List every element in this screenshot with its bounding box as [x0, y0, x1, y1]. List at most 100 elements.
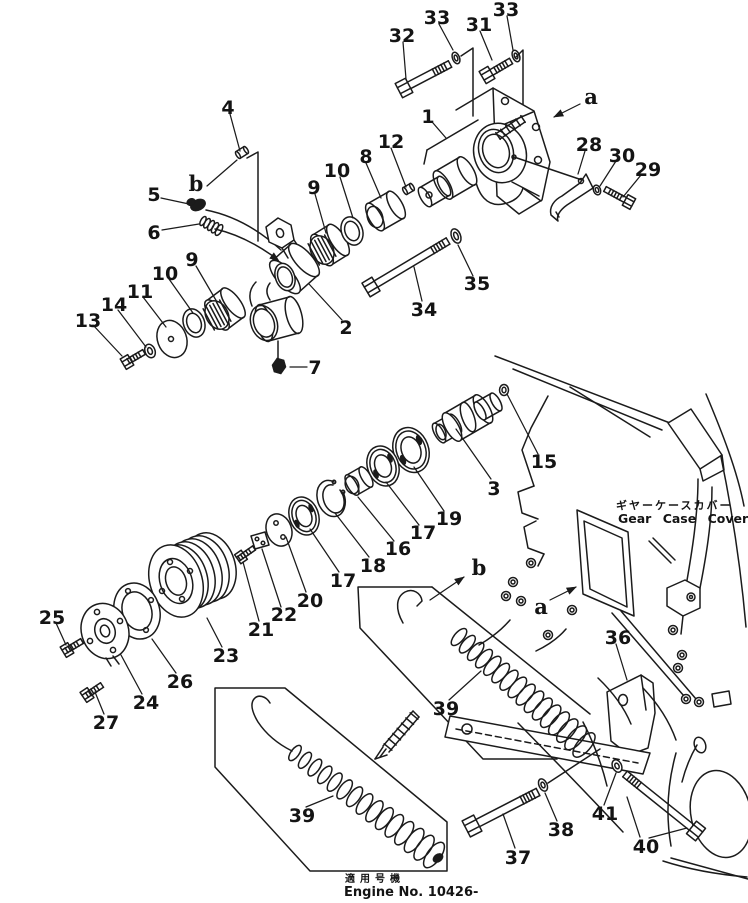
callout-30: 30 — [609, 145, 635, 167]
callout-40: 40 — [633, 836, 659, 858]
line-art-shape — [134, 353, 139, 360]
line-art-shape — [336, 779, 354, 800]
line-art-shape — [455, 728, 639, 764]
line-art-shape — [583, 520, 628, 608]
line-art-shape — [239, 553, 245, 560]
line-art-shape — [594, 186, 600, 194]
line-art-shape — [121, 356, 131, 363]
view-marker-a-top: a — [584, 84, 598, 109]
line-art-shape — [440, 63, 446, 72]
leader-line-21 — [242, 561, 260, 622]
line-art-shape — [374, 754, 388, 760]
callout-1: 1 — [421, 106, 434, 128]
line-art-shape — [340, 489, 346, 495]
line-art-shape — [473, 171, 524, 206]
line-art-shape — [535, 628, 567, 652]
callout-4: 4 — [221, 97, 234, 119]
line-art-shape — [515, 118, 521, 127]
leader-line-41 — [603, 772, 617, 806]
line-art-shape — [565, 586, 577, 595]
line-art-shape — [450, 183, 476, 200]
line-art-shape — [692, 824, 704, 833]
line-art-shape — [527, 791, 534, 801]
line-art-shape — [92, 686, 98, 693]
line-art-shape — [265, 217, 295, 249]
leader-line-15 — [506, 393, 539, 455]
leader-line-20 — [285, 536, 307, 593]
leader-line-26 — [151, 638, 177, 674]
line-art-shape — [592, 184, 602, 196]
leader-line-4 — [229, 113, 241, 152]
line-art-shape — [373, 469, 379, 479]
line-art-shape — [540, 781, 546, 789]
line-art-shape — [212, 302, 226, 326]
line-art-shape — [112, 655, 120, 665]
line-art-shape — [185, 312, 203, 334]
line-art-shape — [246, 151, 259, 242]
line-art-shape — [500, 590, 512, 602]
line-art-shape — [618, 194, 623, 201]
leader-line-31 — [479, 30, 493, 61]
line-art-shape — [458, 634, 477, 654]
line-art-shape — [218, 299, 232, 322]
line-art-shape — [423, 149, 428, 165]
callout-41: 41 — [592, 803, 618, 825]
line-art-shape — [345, 466, 362, 476]
line-art-shape — [483, 74, 494, 81]
line-art-shape — [425, 191, 433, 199]
leader-line-9l — [195, 265, 218, 303]
line-art-shape — [247, 548, 252, 554]
line-art-shape — [443, 394, 476, 415]
line-art-shape — [363, 280, 375, 288]
line-art-shape — [625, 773, 633, 781]
callout-25: 25 — [39, 607, 65, 629]
line-art-shape — [667, 408, 723, 470]
line-art-shape — [79, 637, 85, 645]
line-art-shape — [95, 684, 100, 691]
line-art-shape — [343, 220, 361, 242]
line-art-shape — [236, 555, 242, 562]
line-art-shape — [711, 690, 732, 708]
line-art-shape — [409, 712, 419, 720]
line-art-shape — [367, 286, 379, 294]
line-art-shape — [251, 695, 293, 752]
line-art-shape — [614, 762, 620, 770]
line-art-shape — [90, 688, 95, 695]
line-art-shape — [537, 553, 545, 567]
line-art-shape — [297, 274, 319, 294]
line-art-shape — [602, 185, 608, 193]
line-art-shape — [311, 224, 330, 236]
callout-29: 29 — [635, 159, 661, 181]
line-art-shape — [69, 643, 75, 651]
line-art-shape — [511, 49, 521, 63]
line-art-shape — [249, 281, 257, 307]
line-art-shape — [666, 579, 701, 617]
line-art-shape — [642, 687, 677, 741]
line-art-shape — [699, 454, 725, 482]
line-art-shape — [500, 128, 506, 137]
line-art-shape — [93, 617, 117, 645]
line-art-shape — [399, 87, 412, 95]
leader-line-5 — [160, 197, 190, 205]
callout-33b: 33 — [493, 0, 519, 21]
line-art-shape — [611, 759, 623, 773]
line-art-shape — [208, 304, 222, 328]
line-art-shape — [437, 65, 443, 74]
line-art-shape — [93, 608, 101, 616]
line-art-shape — [344, 474, 360, 496]
line-art-shape — [547, 748, 601, 784]
line-art-shape — [366, 191, 390, 205]
leader-line-40 — [626, 796, 641, 838]
line-art-shape — [635, 781, 643, 789]
line-art-shape — [260, 540, 266, 546]
gear-case-cover-label-jp: ギヤーケースカバー — [616, 498, 732, 512]
callout-3: 3 — [487, 478, 500, 500]
line-art-shape — [99, 624, 111, 638]
line-art-shape — [698, 486, 713, 594]
leader-line-1 — [432, 122, 447, 139]
line-art-shape — [597, 677, 632, 725]
leader-line-34 — [413, 266, 423, 302]
callout-20: 20 — [297, 590, 323, 612]
callout-36: 36 — [605, 627, 631, 649]
